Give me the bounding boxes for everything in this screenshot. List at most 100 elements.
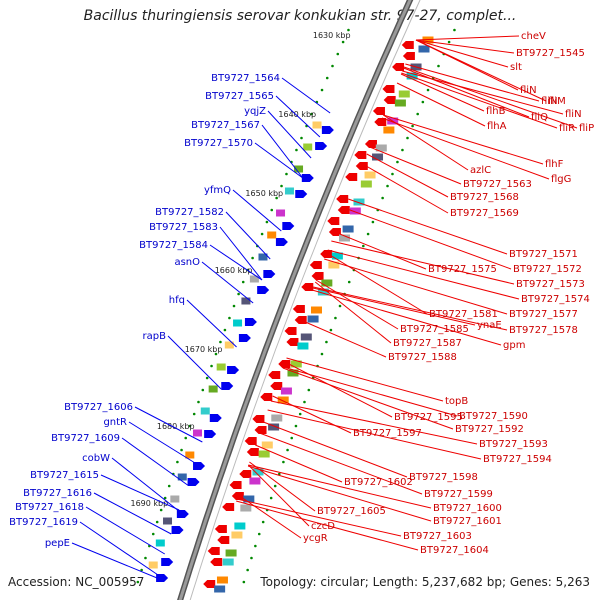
expression-block <box>349 207 361 215</box>
expression-block <box>372 153 384 161</box>
leader-line <box>300 319 387 358</box>
scale-dot <box>401 148 404 152</box>
forward-gene-arrow <box>171 526 184 534</box>
leader-line <box>259 432 423 495</box>
right-gene-label: fliN <box>565 109 582 120</box>
left-gene-label: hfq <box>169 295 185 306</box>
right-gene-label: BT9727_1577 <box>509 309 578 320</box>
reverse-gene-arrow <box>260 393 273 401</box>
reverse-gene-arrow <box>286 338 299 346</box>
forward-gene-arrow <box>156 574 169 582</box>
left-gene-label: yfmQ <box>204 185 231 196</box>
expression-block <box>214 585 226 593</box>
expression-block <box>163 517 173 525</box>
expression-block <box>383 126 395 134</box>
leader-line <box>400 73 485 112</box>
right-gene-label: BT9727_1597 <box>353 428 422 439</box>
expression-block <box>375 144 387 152</box>
expression-block <box>280 387 292 395</box>
right-gene-label: BT9727_1569 <box>450 208 519 219</box>
expression-block <box>398 90 410 98</box>
leader-line <box>111 457 180 512</box>
scale-dot <box>386 184 389 188</box>
leader-line <box>403 67 530 118</box>
expression-block <box>208 385 218 393</box>
feature-tracks <box>148 36 434 593</box>
right-gene-label: BT9727_1573 <box>516 279 585 290</box>
leader-line <box>402 70 564 115</box>
leader-line <box>284 361 393 418</box>
expression-block <box>261 441 273 449</box>
left-gene-label: asnO <box>174 257 200 268</box>
reverse-gene-arrow <box>336 195 349 203</box>
leader-line <box>334 231 427 270</box>
right-gene-label: BT9727_1602 <box>344 477 413 488</box>
expression-block <box>342 225 354 233</box>
right-gene-label: BT9727_1605 <box>317 506 386 517</box>
right-gene-label: BT9727_1601 <box>433 516 502 527</box>
expression-block <box>185 451 195 459</box>
reverse-gene-arrow <box>401 41 414 49</box>
scale-dot <box>151 532 155 536</box>
leader-line <box>236 498 402 537</box>
expression-block <box>216 363 226 371</box>
reverse-gene-arrow <box>327 217 340 225</box>
scale-dot <box>286 448 289 452</box>
reverse-gene-arrow <box>203 580 216 588</box>
scale-dot <box>300 136 303 140</box>
leader-line <box>312 289 502 346</box>
expression-block <box>216 576 228 584</box>
reverse-gene-arrow <box>268 371 281 379</box>
leader-line <box>209 244 263 281</box>
scale-dot <box>136 580 140 584</box>
reverse-gene-arrow <box>254 426 267 434</box>
backbone-inner-line <box>189 0 421 600</box>
scale-dot <box>184 436 188 440</box>
forward-gene-arrow <box>321 126 334 134</box>
leader-line <box>344 207 512 270</box>
scale-dot <box>282 460 285 464</box>
leader-line <box>201 261 254 304</box>
expression-block <box>297 342 309 350</box>
leader-line <box>362 163 449 214</box>
expression-block <box>271 414 283 422</box>
left-gene-label: BT9727_1565 <box>205 91 274 102</box>
leader-line <box>247 465 432 522</box>
leader-line <box>313 286 508 331</box>
leader-line <box>403 66 578 129</box>
right-gene-label: fliM <box>548 96 566 107</box>
scale-dot <box>155 520 159 524</box>
expression-block <box>224 341 234 349</box>
expression-block <box>310 306 322 314</box>
reverse-gene-arrow <box>252 415 265 423</box>
scale-dot <box>320 88 324 92</box>
scale-dot <box>265 220 269 224</box>
scale-dot <box>303 400 306 404</box>
leader-line <box>236 500 419 551</box>
expression-block <box>277 396 289 404</box>
scale-dot <box>336 52 340 56</box>
right-gene-label: BT9727_1563 <box>463 179 532 190</box>
left-gene-label: gntR <box>103 417 127 428</box>
expression-block <box>339 234 351 242</box>
expression-block <box>364 171 376 179</box>
right-gene-label: BT9727_1588 <box>388 352 457 363</box>
expression-block <box>155 539 165 547</box>
scale-dot <box>320 352 324 356</box>
leader-line <box>100 474 180 511</box>
left-gene-label: BT9727_1564 <box>211 73 280 84</box>
scale-dot <box>232 304 236 308</box>
left-gene-label: BT9727_1609 <box>51 433 120 444</box>
leader-line <box>267 409 482 460</box>
reverse-gene-arrow <box>246 448 259 456</box>
expression-block <box>241 297 251 305</box>
reverse-gene-arrow <box>301 283 314 291</box>
scale-dot <box>285 172 288 176</box>
right-gene-label: fliP <box>579 123 594 134</box>
leader-line <box>382 114 469 171</box>
expression-block <box>300 333 312 341</box>
scale-dot <box>391 172 394 176</box>
right-gene-label: fliQ <box>531 112 548 123</box>
forward-gene-arrow <box>282 222 295 230</box>
scale-dot <box>242 580 246 584</box>
